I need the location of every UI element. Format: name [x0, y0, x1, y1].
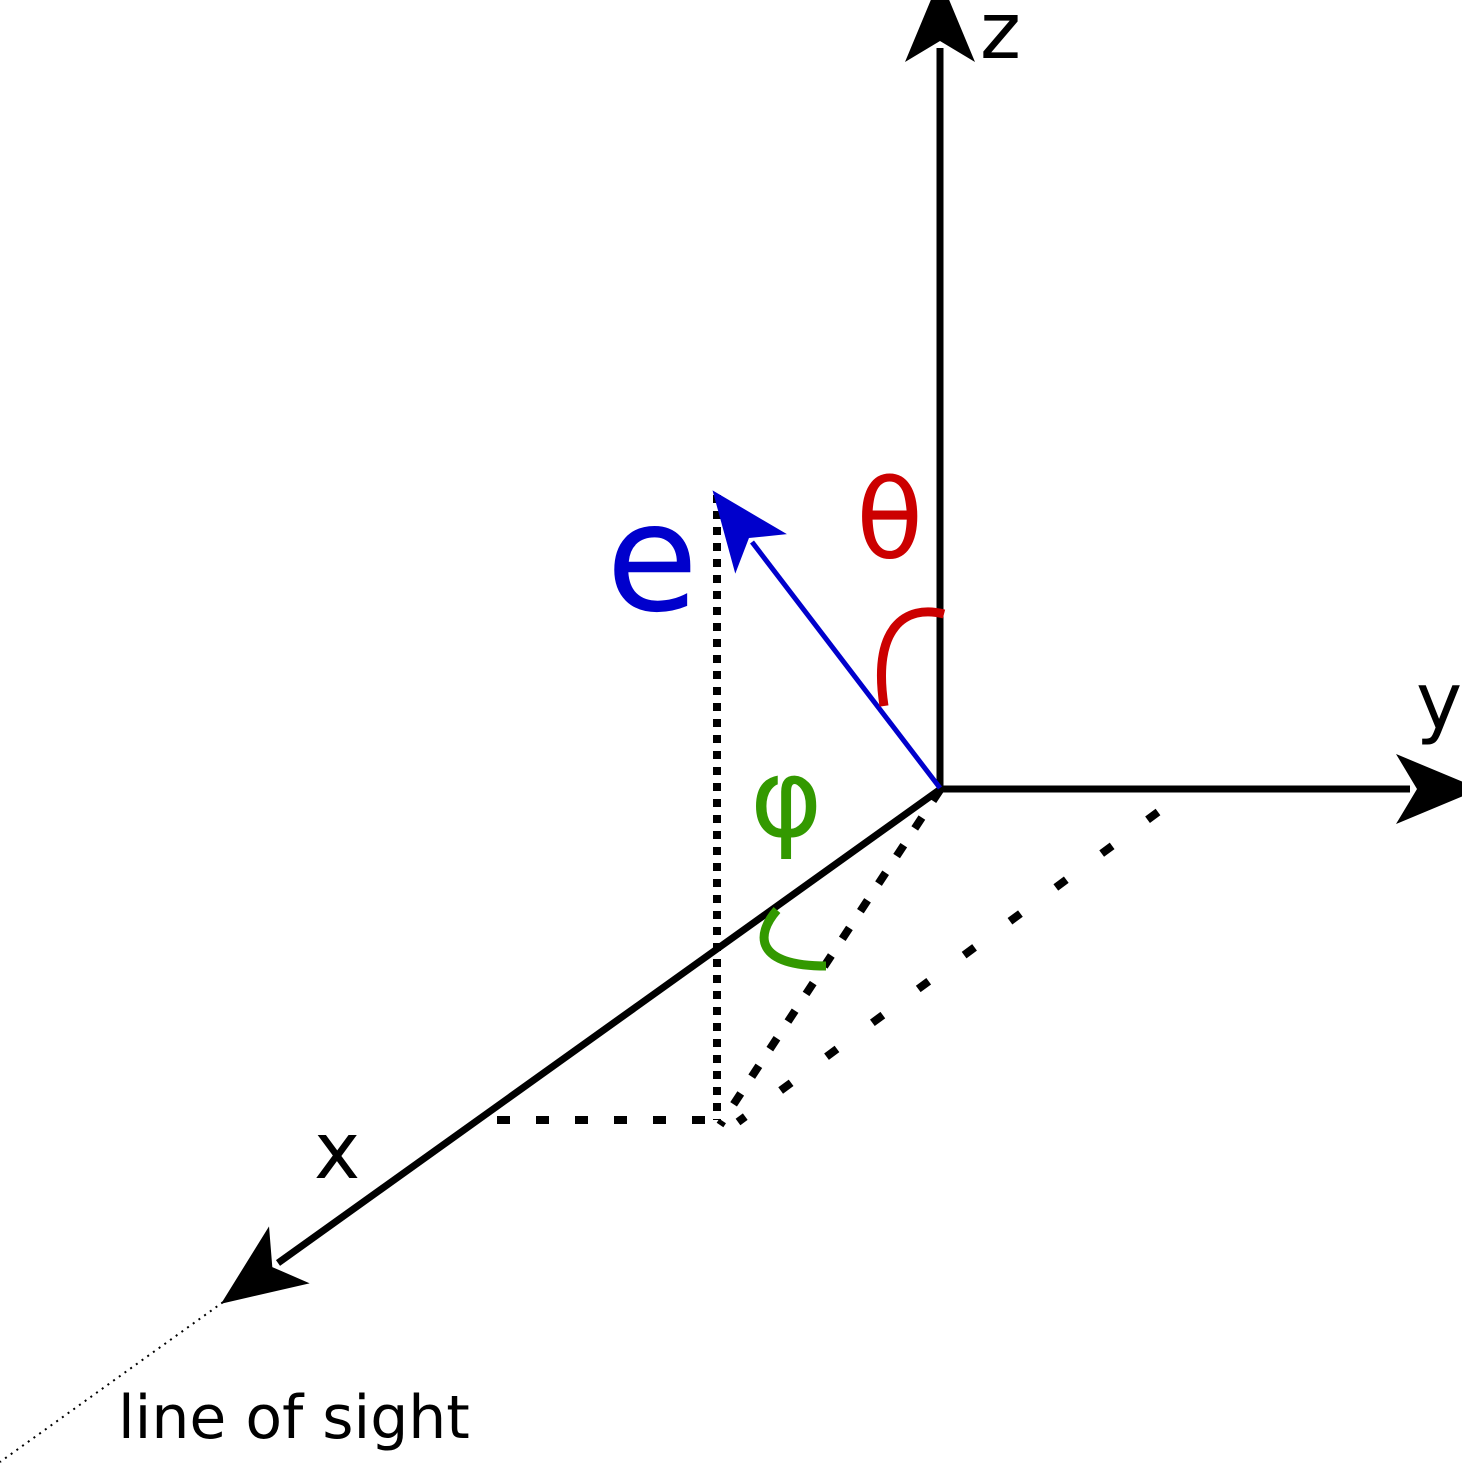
e-vector: [712, 490, 942, 790]
phi-arc: [759, 907, 827, 971]
line-of-sight-label: line of sight: [118, 1383, 470, 1453]
line-of-sight-line: [0, 1289, 241, 1463]
projection-lines: [497, 495, 1161, 1128]
y-axis-label: y: [1416, 657, 1462, 747]
x-axis: [221, 785, 945, 1304]
x-axis-label: x: [314, 1107, 360, 1197]
phi-label: φ: [750, 734, 823, 862]
vector-e-label: e: [606, 472, 698, 646]
origin-projection-line: [716, 787, 944, 1128]
theta-label: θ: [856, 456, 923, 584]
z-axis-label: z: [980, 0, 1021, 77]
theta-arc: [877, 607, 946, 707]
